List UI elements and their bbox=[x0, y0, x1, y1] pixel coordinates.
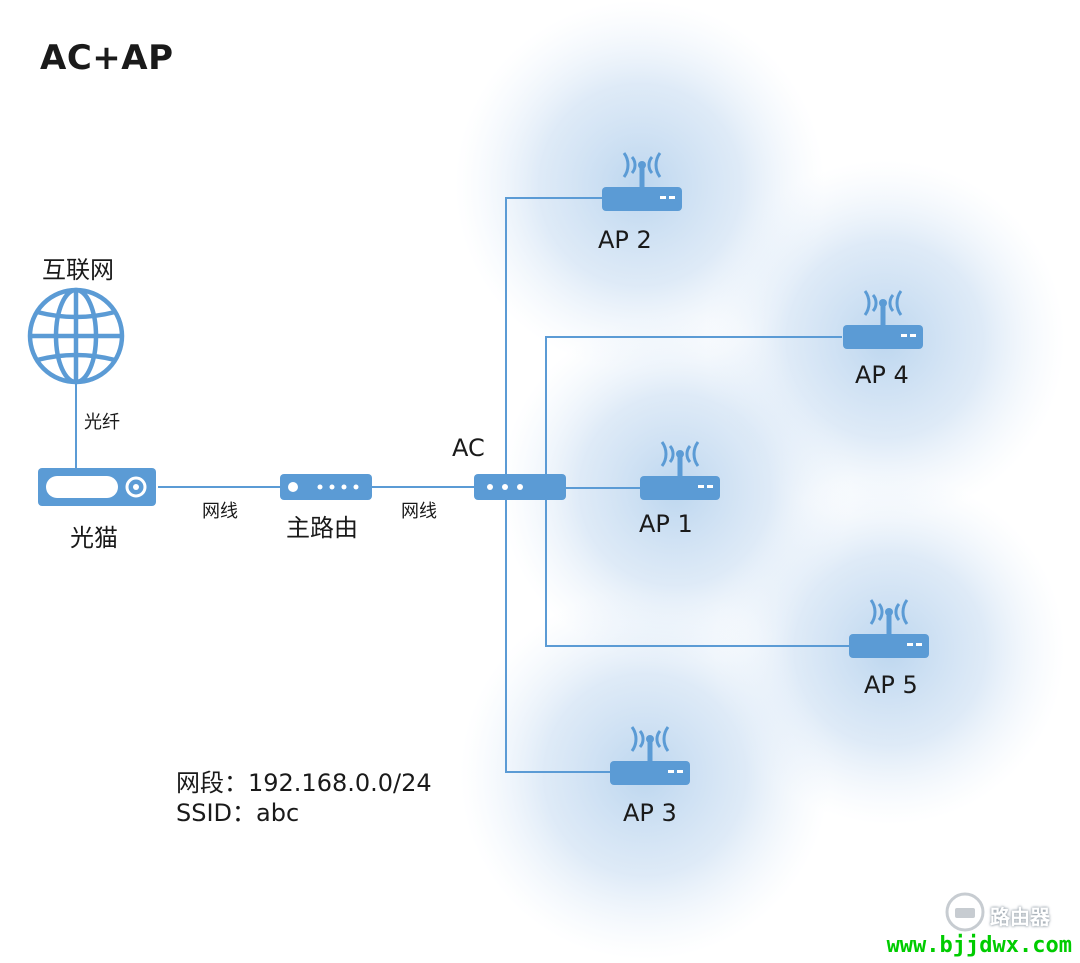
internet-label: 互联网 bbox=[42, 256, 114, 284]
fiber-label: 光纤 bbox=[84, 412, 120, 433]
cable-label-2: 网线 bbox=[401, 501, 437, 522]
ap2-label: AP 2 bbox=[598, 226, 652, 254]
ssid-text: SSID：abc bbox=[176, 799, 300, 827]
globe-icon bbox=[27, 287, 125, 385]
router-icon bbox=[280, 474, 372, 500]
ac-label: AC bbox=[452, 434, 485, 462]
watermark-logo-icon bbox=[945, 892, 985, 932]
ap1-label: AP 1 bbox=[639, 510, 693, 538]
watermark-brand: 路由器 bbox=[990, 905, 1050, 929]
diagram-title: AC+AP bbox=[40, 38, 174, 78]
ap4-label: AP 4 bbox=[855, 361, 909, 389]
ap3-label: AP 3 bbox=[623, 799, 677, 827]
network-info: 网段：192.168.0.0/24 SSID：abc bbox=[176, 768, 432, 828]
subnet-text: 网段：192.168.0.0/24 bbox=[176, 769, 432, 797]
cable-label-1: 网线 bbox=[202, 501, 238, 522]
watermark-url: www.bjjdwx.com bbox=[886, 933, 1072, 958]
main-router-label: 主路由 bbox=[286, 514, 358, 542]
modem-icon bbox=[38, 468, 156, 506]
ap5-label: AP 5 bbox=[864, 671, 918, 699]
modem-label: 光猫 bbox=[70, 524, 118, 552]
switch-icon bbox=[474, 474, 566, 500]
